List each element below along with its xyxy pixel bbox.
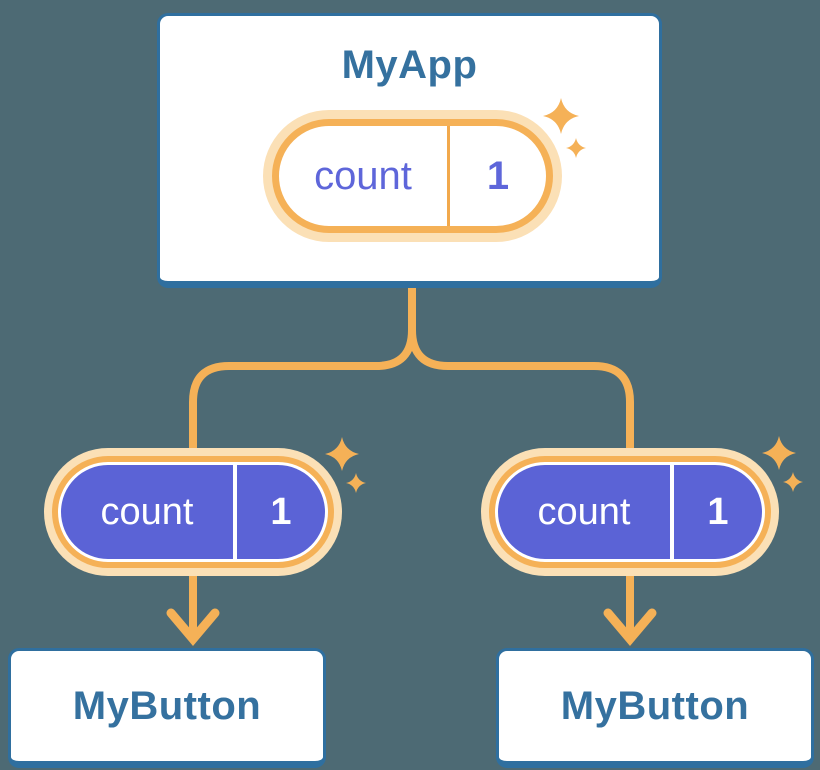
- state-label: count: [314, 153, 412, 198]
- pill-capsule: count 1: [498, 465, 762, 559]
- state-value: 1: [447, 126, 546, 226]
- sparkle-icon-small-right: [783, 472, 803, 492]
- sparkle-icon-small-left: [346, 473, 366, 493]
- root-component-title: MyApp: [341, 43, 478, 87]
- prop-label: count: [100, 490, 194, 533]
- child-prop-pill-right: count 1: [481, 448, 779, 576]
- pill-ring: count 1: [272, 119, 553, 233]
- pill-halo: count 1: [481, 448, 779, 576]
- pill-ring: count 1: [489, 456, 771, 568]
- child-prop-pill-left: count 1: [44, 448, 342, 576]
- pill-halo: count 1: [263, 110, 562, 242]
- child-component-card-right: MyButton: [496, 648, 814, 768]
- branch-line-right: [408, 280, 634, 455]
- pill-ring: count 1: [52, 456, 334, 568]
- child-component-card-left: MyButton: [8, 648, 326, 768]
- prop-label: count: [537, 490, 631, 533]
- pill-capsule: count 1: [61, 465, 325, 559]
- arrow-down-icon-left: [166, 608, 220, 646]
- branch-line-left: [189, 280, 416, 455]
- root-state-pill: count 1: [263, 110, 562, 242]
- pill-halo: count 1: [44, 448, 342, 576]
- child-component-title: MyButton: [72, 684, 262, 728]
- arrow-down-icon-right: [603, 608, 657, 646]
- child-component-title: MyButton: [560, 684, 750, 728]
- prop-value: 1: [669, 465, 762, 559]
- prop-value: 1: [232, 465, 325, 559]
